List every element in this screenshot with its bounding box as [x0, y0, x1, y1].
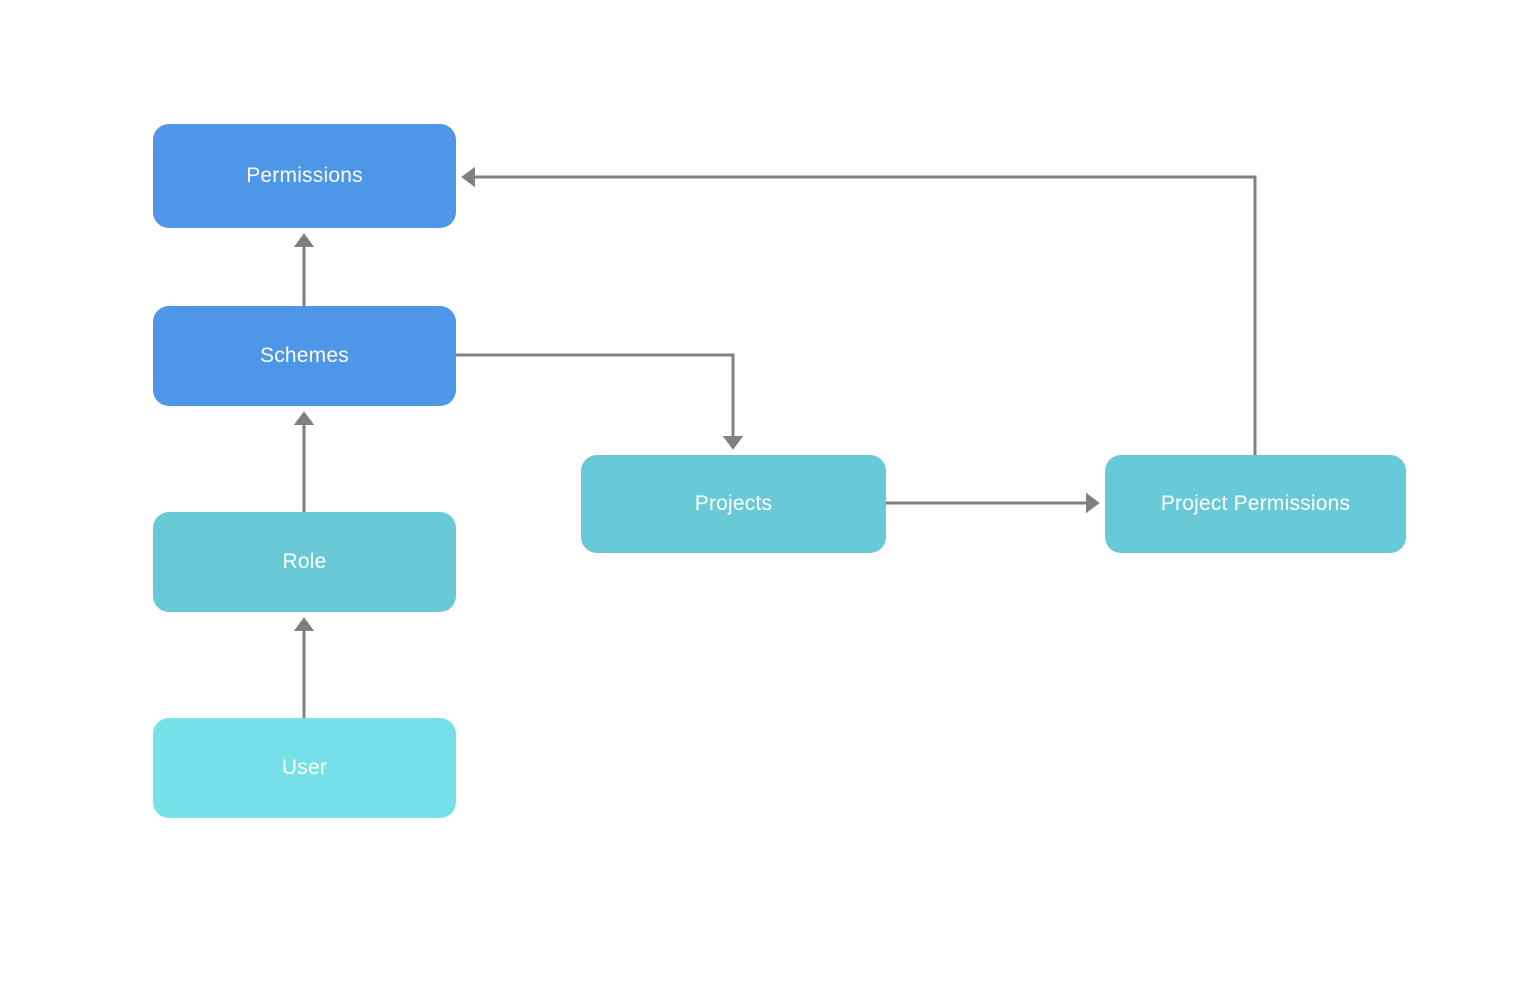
node-role-label: Role: [282, 550, 327, 574]
node-schemes[interactable]: Schemes: [153, 306, 456, 406]
node-projects[interactable]: Projects: [581, 455, 886, 553]
node-projects-label: Projects: [694, 492, 773, 516]
node-user[interactable]: User: [153, 718, 456, 818]
node-permissions[interactable]: Permissions: [153, 124, 456, 228]
node-project-permissions[interactable]: Project Permissions: [1105, 455, 1406, 553]
edge-schemes-to-projects: [456, 353, 744, 450]
node-project-permissions-label: Project Permissions: [1160, 492, 1351, 516]
node-role[interactable]: Role: [153, 512, 456, 612]
node-permissions-label: Permissions: [246, 164, 363, 188]
edge-project-permissions-to-permissions: [461, 166, 1257, 455]
node-schemes-label: Schemes: [260, 344, 349, 368]
node-user-label: User: [281, 756, 328, 780]
